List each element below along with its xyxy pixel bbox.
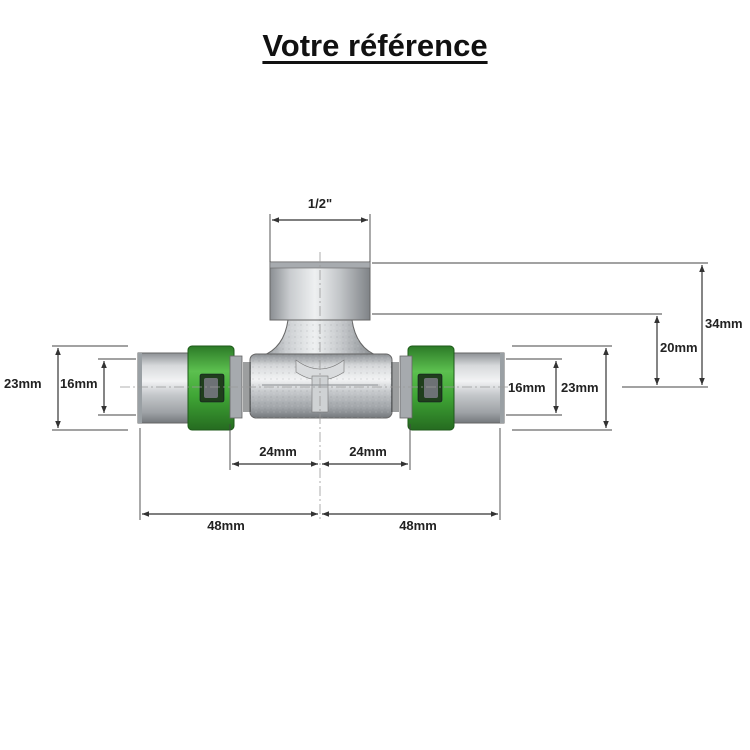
dimension-left-outer-label: 23mm — [4, 376, 42, 391]
dimension-right-outer-label: 23mm — [561, 380, 599, 395]
dimension-total-lengths: 48mm 48mm — [139, 428, 501, 533]
dimension-right-diameters: 16mm 23mm — [506, 345, 612, 431]
dimension-left-diameters: 23mm 16mm — [4, 345, 136, 431]
dimension-left-24mm-label: 24mm — [259, 444, 297, 459]
dimension-right-24mm-label: 24mm — [349, 444, 387, 459]
dimension-20mm-label: 20mm — [660, 340, 698, 355]
center-lines — [120, 252, 520, 520]
dimension-left-48mm-label: 48mm — [207, 518, 245, 533]
tee-fitting — [137, 261, 505, 431]
dimension-right-inner-label: 16mm — [508, 380, 546, 395]
dimension-outlet-heights: 34mm 20mm — [372, 262, 743, 388]
dimension-34mm-label: 34mm — [705, 316, 743, 331]
dimension-thread-label: 1/2" — [308, 196, 332, 211]
dimension-thread: 1/2" — [269, 196, 371, 262]
dimension-left-inner-label: 16mm — [60, 376, 98, 391]
page-title: Votre référence — [262, 28, 488, 63]
dimension-half-bodies: 24mm 24mm — [229, 424, 411, 470]
dimension-right-48mm-label: 48mm — [399, 518, 437, 533]
